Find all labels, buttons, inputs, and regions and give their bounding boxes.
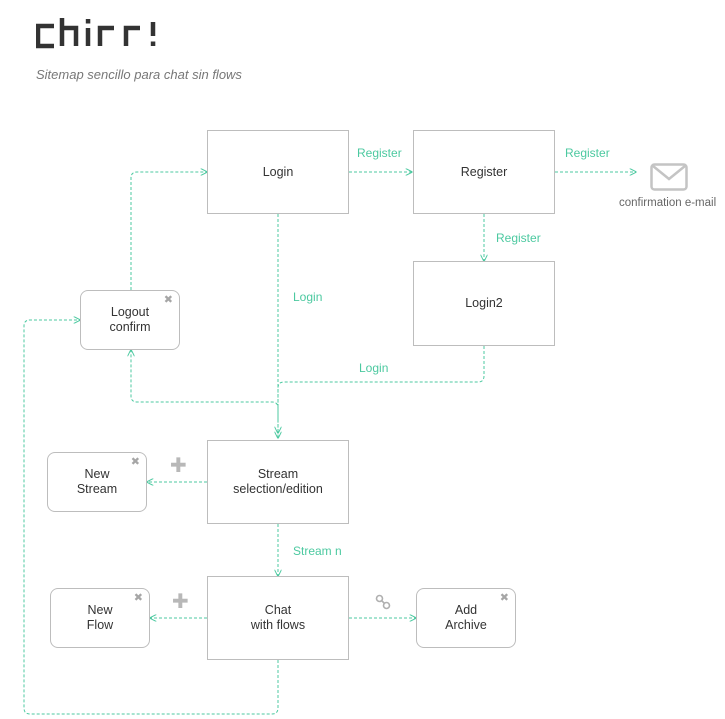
node-login[interactable]: Login [207,130,349,214]
email-caption: confirmation e-mail [619,197,717,209]
node-new-stream[interactable]: New Stream ✖ [47,452,147,512]
node-chat[interactable]: Chat with flows [207,576,349,660]
node-stream-label: Stream selection/edition [233,467,323,496]
node-new-stream-label: New Stream [76,467,118,496]
close-icon[interactable]: ✖ [499,591,509,604]
page-subtitle: Sitemap sencillo para chat sin flows [36,67,242,82]
edge-label-register-2: Register [565,146,610,160]
edge-label-login-2: Login [359,361,389,375]
close-icon[interactable]: ✖ [133,591,143,604]
edge-label-register-1: Register [357,146,402,160]
logo [36,18,156,49]
link-icon [375,594,391,610]
edge-label-stream-n: Stream n [293,544,342,558]
node-add-archive[interactable]: Add Archive ✖ [416,588,516,648]
node-add-archive-label: Add Archive [445,603,487,632]
node-chat-label: Chat with flows [250,603,306,632]
envelope-icon [650,163,688,191]
close-icon[interactable]: ✖ [163,293,173,306]
node-login2[interactable]: Login2 [413,261,555,346]
node-register-label: Register [460,164,508,179]
edge-chat-logout-loop [23,320,279,715]
node-login-label: Login [262,164,294,179]
node-new-flow[interactable]: New Flow ✖ [50,588,150,648]
edge-login2-stream [278,346,485,438]
edge-label-register-3: Register [496,231,541,245]
plus-icon[interactable]: ✚ [170,453,187,477]
close-icon[interactable]: ✖ [130,455,140,468]
edge-stream-logout [131,350,279,420]
edge-label-login-1: Login [293,290,323,304]
node-new-flow-label: New Flow [86,603,114,632]
node-register[interactable]: Register [413,130,555,214]
plus-icon[interactable]: ✚ [172,589,189,613]
node-logout-label: Logout confirm [109,305,151,334]
node-login2-label: Login2 [465,296,503,310]
node-logout-confirm[interactable]: Logout confirm ✖ [80,290,180,350]
node-stream-selection[interactable]: Stream selection/edition [207,440,349,524]
edge-logout-login [130,172,207,290]
